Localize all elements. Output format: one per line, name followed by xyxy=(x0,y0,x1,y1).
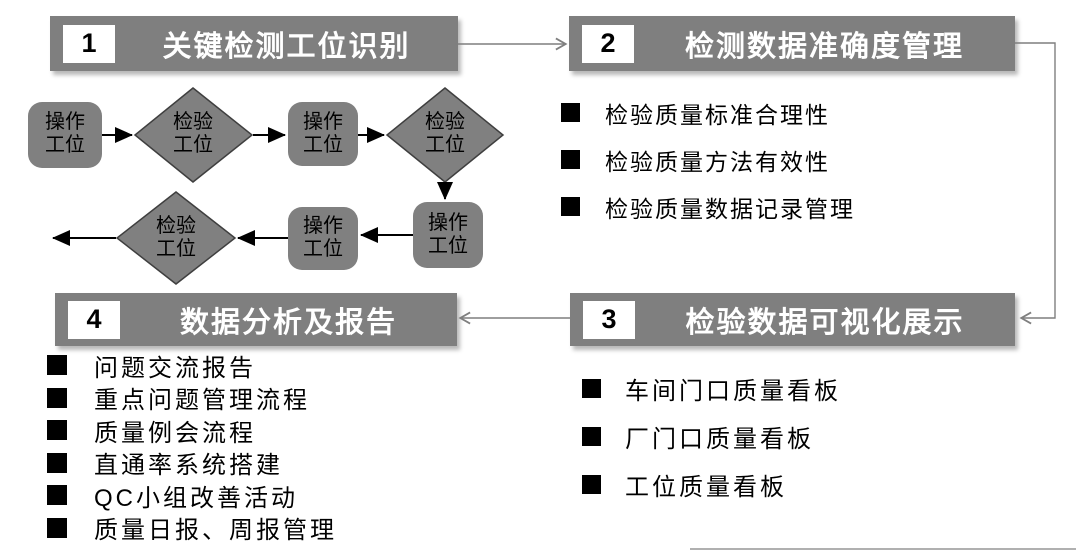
list-item-text: 检验质量数据记录管理 xyxy=(605,195,855,222)
list-item: 问题交流报告 xyxy=(47,349,337,382)
bullet-square-icon xyxy=(47,485,67,506)
section-3-title: 检验数据可视化展示 xyxy=(685,306,965,339)
flow-node-label: 操作 xyxy=(428,211,468,234)
section-2-header: 2 检测数据准确度管理 xyxy=(569,16,1015,71)
list-item-text: 质量日报、周报管理 xyxy=(94,517,337,545)
flow-node-label: 操作 xyxy=(303,110,343,133)
section-4-number: 4 xyxy=(68,300,120,339)
flow-node-operation-2 xyxy=(288,102,358,166)
flow-node-label: 工位 xyxy=(303,133,343,156)
section-2-list: 检验质量标准合理性 检验质量方法有效性 检验质量数据记录管理 xyxy=(561,89,855,230)
list-item-text: 重点问题管理流程 xyxy=(94,387,310,415)
bullet-square-icon xyxy=(561,197,580,216)
flow-node-operation-4 xyxy=(288,207,358,270)
list-item: 工位质量看板 xyxy=(582,460,841,508)
section-4-list: 问题交流报告 重点问题管理流程 质量例会流程 直通率系统搭建 QC小组改善活动 … xyxy=(47,349,337,544)
flow-node-label: 检验 xyxy=(156,214,196,237)
list-item-text: 直通率系统搭建 xyxy=(94,452,283,480)
connector-2-to-3 xyxy=(1014,42,1056,325)
flow-node-label: 工位 xyxy=(425,133,465,156)
bullet-square-icon xyxy=(561,103,580,122)
list-item: QC小组改善活动 xyxy=(47,479,337,512)
bullet-square-icon xyxy=(561,150,580,169)
list-item: 车间门口质量看板 xyxy=(582,364,841,412)
flow-node-operation-3 xyxy=(413,202,483,268)
bullet-square-icon xyxy=(47,355,67,376)
bottom-divider xyxy=(690,548,1076,550)
list-item: 质量日报、周报管理 xyxy=(47,512,337,545)
list-item-text: 问题交流报告 xyxy=(94,354,256,382)
bullet-square-icon xyxy=(47,420,67,441)
section-3-list: 车间门口质量看板 厂门口质量看板 工位质量看板 xyxy=(582,364,841,508)
list-item: 检验质量标准合理性 xyxy=(561,89,855,136)
flow-node-label: 检验 xyxy=(173,110,213,133)
section-4-title: 数据分析及报告 xyxy=(179,306,397,339)
list-item: 检验质量方法有效性 xyxy=(561,136,855,183)
list-item: 质量例会流程 xyxy=(47,414,337,447)
station-flowchart: 操作 工位 检验 工位 操作 工位 检验 工位 操作 工位 操作 工位 检验 工… xyxy=(28,87,505,285)
bullet-square-icon xyxy=(47,387,67,408)
section-1-header: 1 关键检测工位识别 xyxy=(50,16,458,71)
flow-node-label: 工位 xyxy=(45,133,85,156)
flow-node-inspection-3 xyxy=(115,191,237,285)
bullet-square-icon xyxy=(47,517,67,538)
flow-node-label: 工位 xyxy=(428,234,468,257)
bullet-square-icon xyxy=(582,378,601,398)
flow-node-operation-1 xyxy=(28,102,102,168)
section-3-number: 3 xyxy=(583,300,635,339)
list-item-text: 检验质量标准合理性 xyxy=(605,101,830,128)
bullet-square-icon xyxy=(582,474,601,494)
bullet-square-icon xyxy=(47,452,67,473)
list-item-text: 车间门口质量看板 xyxy=(625,377,841,405)
section-2-number: 2 xyxy=(582,24,634,63)
list-item-text: 质量例会流程 xyxy=(94,419,256,447)
list-item: 重点问题管理流程 xyxy=(47,382,337,415)
list-item-text: 检验质量方法有效性 xyxy=(605,148,830,175)
flow-node-inspection-1 xyxy=(133,87,254,183)
list-item: 检验质量数据记录管理 xyxy=(561,183,855,230)
section-2-title: 检测数据准确度管理 xyxy=(684,30,964,63)
list-item-text: 工位质量看板 xyxy=(625,473,787,501)
section-3-header: 3 检验数据可视化展示 xyxy=(570,293,1015,346)
section-1-title: 关键检测工位识别 xyxy=(162,30,411,63)
section-1-number: 1 xyxy=(63,24,115,63)
flow-node-label: 操作 xyxy=(45,110,85,133)
section-4-header: 4 数据分析及报告 xyxy=(55,293,457,346)
flow-node-label: 工位 xyxy=(156,237,196,260)
flow-node-label: 操作 xyxy=(303,214,343,237)
flow-node-label: 检验 xyxy=(425,110,465,133)
flow-node-label: 工位 xyxy=(173,133,213,156)
bullet-square-icon xyxy=(582,426,601,446)
list-item-text: QC小组改善活动 xyxy=(94,484,298,512)
flow-node-label: 工位 xyxy=(303,237,343,260)
list-item: 直通率系统搭建 xyxy=(47,447,337,480)
list-item: 厂门口质量看板 xyxy=(582,412,841,460)
list-item-text: 厂门口质量看板 xyxy=(625,425,814,453)
